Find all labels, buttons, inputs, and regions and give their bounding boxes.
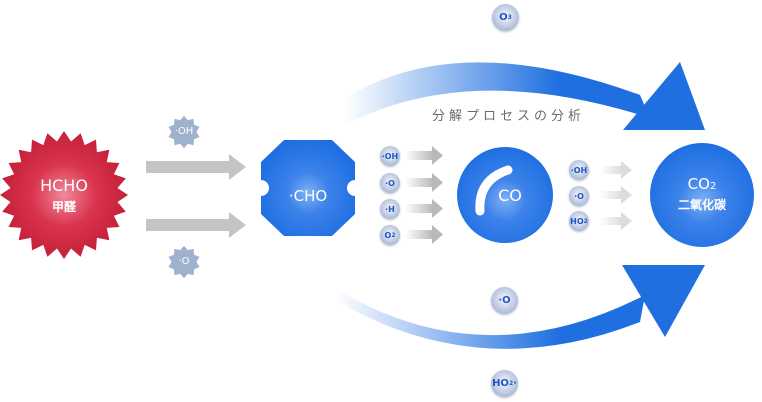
reagent-label: ·O [385,178,395,188]
reagent-subscript: 2 [508,380,514,387]
co-formula: CO [498,186,522,205]
reagent-bubble-o-2: ·O [569,186,589,206]
co-circle [457,147,553,243]
lower-path-arrow-head [622,265,705,337]
diagram-title: 分解プロセスの分析 [432,109,586,124]
co-highlight-arc [475,165,513,216]
reagent-subscript: 2 [583,217,588,225]
reagent-label: HO [492,378,509,389]
reagent-label: ·O [574,191,584,201]
gray-arrow-lower [146,212,246,238]
co2-formula-text: CO [687,175,710,193]
reagent-label: O [499,12,508,23]
co2-subscript: 2 [709,181,717,192]
reagent-subscript: 3 [507,14,512,21]
co-arrows [600,161,632,230]
oh-radical-badge [167,114,201,150]
reagent-label: ·H [385,204,395,214]
oh-radical-label: ·OH [174,126,194,137]
hcho-name: 甲醛 [51,200,76,214]
reagent-suffix: · [513,378,517,389]
o-radical-badge [167,244,201,280]
hcho-formula: HCHO [40,176,88,195]
hcho-starburst [0,131,128,259]
upper-path-arrow-head [623,62,705,130]
reagent-label: O [384,230,392,240]
lower-path-arrow-body [330,285,645,349]
lower-reagent-bubble-o: ·O [491,287,518,314]
co2-name: 二氧化碳 [677,198,726,212]
co2-formula: CO2 [662,175,742,193]
cho-arrows [405,146,443,244]
reagent-bubble-oh-2: ·OH [569,160,589,180]
reagent-label: ·O [498,295,511,306]
o-radical-label: ·O [178,256,190,267]
reagent-label: HO [570,216,584,226]
reagent-label: ·OH [381,151,399,161]
gray-arrow-upper [146,154,246,180]
co2-circle [650,143,754,247]
cho-formula: ·CHO [288,187,328,205]
reagent-subscript: 2 [391,231,396,239]
cho-octagon [261,140,355,236]
upper-path-arrow-body [335,62,650,125]
reagent-bubble-oh: ·OH [380,146,400,166]
reagent-label: ·OH [570,165,588,175]
reagent-bubble-h: ·H [380,199,400,219]
reagent-bubble-o: ·O [380,173,400,193]
